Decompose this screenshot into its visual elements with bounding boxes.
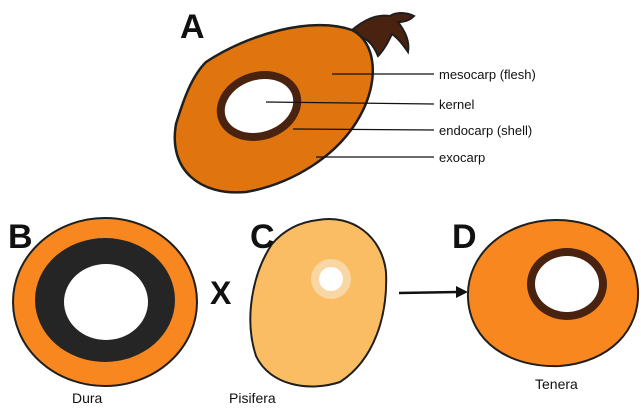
cross-symbol: X bbox=[210, 275, 232, 311]
panel-c: C Pisifera bbox=[229, 218, 386, 406]
panel-letter-a: A bbox=[180, 8, 205, 46]
caption-dura: Dura bbox=[72, 390, 103, 406]
dura-kernel bbox=[64, 264, 148, 340]
label-mesocarp: mesocarp (flesh) bbox=[439, 67, 536, 82]
panel-letter-c: C bbox=[250, 218, 275, 256]
label-kernel: kernel bbox=[439, 97, 475, 112]
caption-tenera: Tenera bbox=[535, 376, 578, 392]
tenera-kernel bbox=[535, 256, 599, 312]
result-arrow bbox=[399, 286, 468, 298]
panel-letter-b: B bbox=[8, 218, 33, 256]
panel-b: B Dura bbox=[8, 218, 197, 406]
pisifera-kernel bbox=[319, 267, 343, 291]
panel-d: D Tenera bbox=[452, 218, 638, 392]
panel-a: mesocarp (flesh) kernel endocarp (shell)… bbox=[175, 8, 536, 192]
label-exocarp: exocarp bbox=[439, 150, 485, 165]
label-endocarp: endocarp (shell) bbox=[439, 123, 532, 138]
panel-letter-d: D bbox=[452, 218, 477, 256]
caption-pisifera: Pisifera bbox=[229, 390, 276, 406]
